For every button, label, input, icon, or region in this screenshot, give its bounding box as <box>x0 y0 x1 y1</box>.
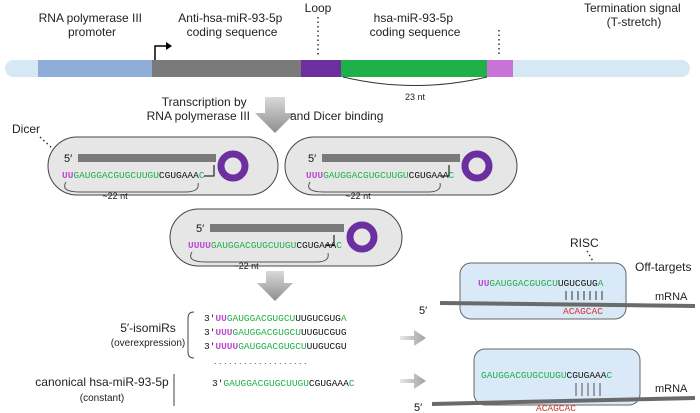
mrna-label-top: mRNA <box>655 291 688 303</box>
nt22-loop <box>308 181 441 193</box>
nt22-loop <box>190 251 329 263</box>
canonical-label: canonical hsa-miR-93-5p <box>35 375 169 389</box>
right-arrow-2 <box>400 373 426 389</box>
transcription-step: Transcription by RNA polymerase III and … <box>147 95 383 133</box>
anti-strand <box>210 224 344 232</box>
promoter-segment <box>38 60 152 77</box>
hairpin-2: 5′ UUUGAUGGACGUGCUUGUCGUGAAAC ~22 nt <box>284 136 518 201</box>
down-arrow-1 <box>255 97 295 133</box>
nt22-label: ~22 nt <box>233 261 259 271</box>
five-prime-top: 5′ <box>419 305 427 317</box>
mrna-line-top <box>439 301 696 308</box>
five-prime-bottom: 5′ <box>414 402 422 413</box>
five-prime: 5′ <box>64 153 72 165</box>
isomir-dots: . . . . . . . . . . . . . . . . . . . <box>214 356 307 366</box>
nt22-loop <box>64 181 199 193</box>
risc-top-seq: UUGAUGGACGUGCUUGUCGUGA <box>478 278 604 289</box>
cut-mark <box>325 235 335 246</box>
nt22-label: ~22 nt <box>345 191 371 201</box>
pairing-lines-bottom <box>575 383 601 396</box>
cut-mark <box>204 165 215 177</box>
mir-strand: UUUUGAUGGACGUGCUUGUCGUGAAAC <box>188 240 342 251</box>
canonical-sublabel: (constant) <box>80 393 124 404</box>
anti-strand <box>78 154 216 162</box>
cut-mark <box>440 165 450 177</box>
isomirs-label: 5′-isomiRs <box>120 321 176 335</box>
dicer-capsule <box>284 136 518 196</box>
seed-bottom: ACAGCAC <box>536 403 576 413</box>
promoter-label: RNA polymerase III promoter <box>39 11 146 39</box>
dicer-capsule <box>47 136 279 196</box>
mrna-label-bottom: mRNA <box>655 383 688 395</box>
off-target-panel: RISC Off-targets UUGAUGGACGUGCUUGUCGUGA … <box>414 236 696 413</box>
nt23-bracket <box>342 76 488 86</box>
risc-capsule-bottom <box>473 348 641 406</box>
loop-ring <box>461 150 493 182</box>
right-arrow-1 <box>400 330 426 346</box>
transcription-start-arrowhead <box>166 42 172 50</box>
canonical: canonical hsa-miR-93-5p (constant) 3′GAU… <box>35 374 355 406</box>
nt22-label: ~22 nt <box>102 191 128 201</box>
risc-label: RISC <box>570 236 599 250</box>
loop-segment <box>301 60 341 77</box>
anti-coding-label: Anti-hsa-miR-93-5p coding sequence <box>178 11 285 39</box>
transcription-start-arrow <box>154 45 168 60</box>
down-arrow-2 <box>257 271 293 301</box>
hairpin-1: 5′ UUGAUGGACGUGCUUGUCGUGAAAC ~22 nt <box>47 136 279 201</box>
canonical-seq: 3′GAUGGACGUGCUUGUCGUGAAAC <box>212 378 355 389</box>
isomir-row-2: 3′UUUGAUGGACGUGCUUUGUCGUG <box>204 327 347 338</box>
loop-ring <box>346 221 378 253</box>
mir-strand: UUGAUGGACGUGCUUGUCGUGAAAC <box>62 170 205 181</box>
construct: RNA polymerase III promoter Anti-hsa-miR… <box>5 1 690 102</box>
seed-top: ACAGCAC <box>563 306 603 317</box>
nt23-label: 23 nt <box>405 92 426 102</box>
dicer-label: Dicer <box>12 122 40 136</box>
isomir-row-3: 3′UUUUGAUGGACGUGCUUUGUCGU <box>204 341 347 352</box>
mrna-line-bottom <box>431 396 696 406</box>
five-prime: 5′ <box>308 153 316 165</box>
anti-strand <box>322 154 460 162</box>
anti-segment <box>152 60 301 77</box>
dicer-dots <box>39 136 53 149</box>
pairing-lines-top <box>565 291 603 300</box>
dicer-capsule <box>169 208 403 267</box>
transcription-label: Transcription by RNA polymerase III <box>147 95 250 123</box>
dicer-binding-label: and Dicer binding <box>290 109 383 123</box>
isomirs-sublabel: (overexpression) <box>111 338 185 349</box>
off-targets-label: Off-targets <box>635 260 691 274</box>
isomirs-bracket <box>187 311 195 359</box>
risc-dots <box>586 250 595 264</box>
termination-segment <box>487 60 513 77</box>
hairpin-3: 5′ UUUUGAUGGACGUGCUUGUCGUGAAAC ~22 nt <box>169 208 403 271</box>
loop-label: Loop <box>305 1 332 15</box>
five-prime: 5′ <box>196 223 204 235</box>
loop-ring <box>217 150 249 182</box>
termination-label: Termination signal (T-stretch) <box>584 1 684 29</box>
mir-segment <box>341 60 487 77</box>
mir-coding-label: hsa-miR-93-5p coding sequence <box>370 11 461 39</box>
mir-strand: UUUGAUGGACGUGCUUGUCGUGAAAC <box>306 170 455 181</box>
isomirs: 5′-isomiRs (overexpression) 3′UUGAUGGACG… <box>111 311 347 366</box>
risc-bottom-seq: GAUGGACGUGCUUGUCGUGAAAC <box>481 370 612 381</box>
isomir-row-1: 3′UUGAUGGACGUGCUUUGUCGUGA <box>204 313 347 324</box>
